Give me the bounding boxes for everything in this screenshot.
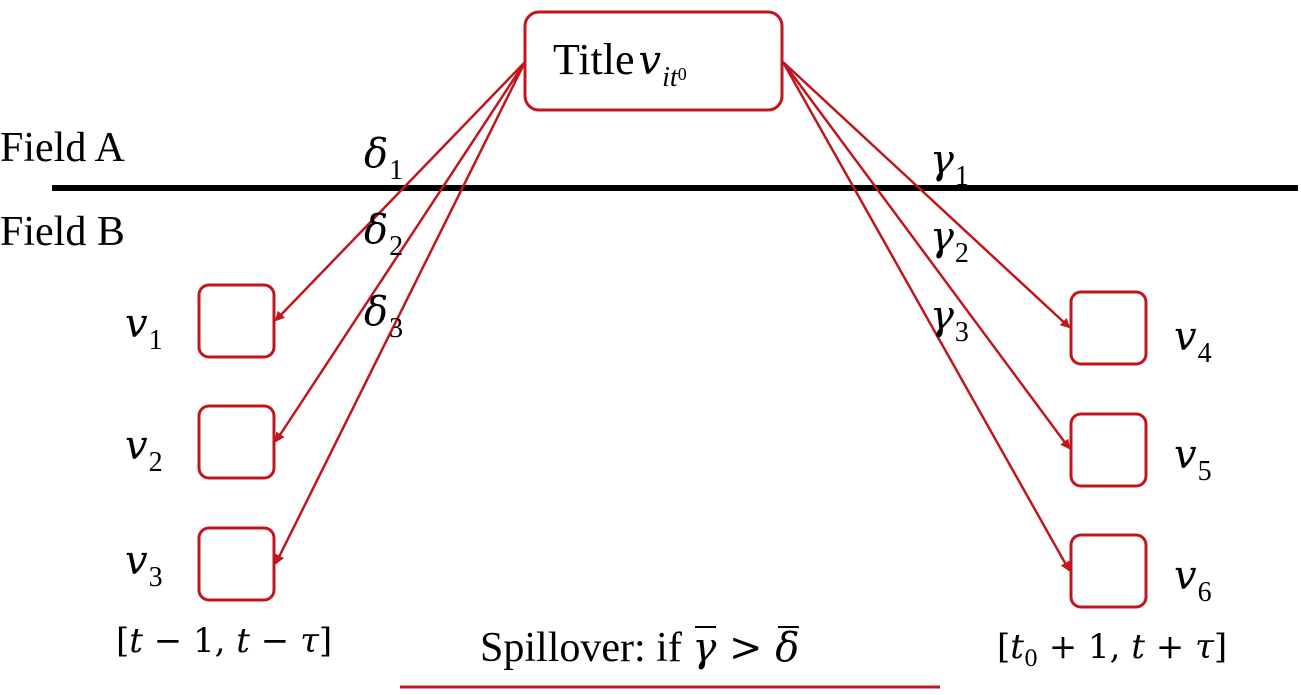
right-time-window: [t0 + 1, t + τ] xyxy=(997,627,1228,672)
arrow-gamma-3 xyxy=(781,61,1071,572)
node-v2-label: v2 xyxy=(125,423,163,478)
field-b-label: Field B xyxy=(0,209,125,255)
title-prefix: Title xyxy=(553,35,635,84)
title-subsubscript: 0 xyxy=(677,64,687,84)
arrow-delta-1 xyxy=(274,61,526,322)
left-node-box-2 xyxy=(197,404,276,480)
arrow-gamma-2 xyxy=(781,61,1071,450)
right-node-box-5 xyxy=(1069,412,1148,488)
node-v3-label: v3 xyxy=(125,538,163,593)
spillover-condition: Spillover: if γ > δ xyxy=(480,625,800,671)
gamma-3-label: γ3 xyxy=(930,293,969,348)
arrow-delta-3 xyxy=(274,61,527,565)
delta-bar: δ xyxy=(775,625,800,671)
node-v1-label: v1 xyxy=(125,301,163,356)
right-node-box-4 xyxy=(1069,290,1148,366)
title-label: Title vit0 xyxy=(553,35,687,92)
node-v5-label: v5 xyxy=(1174,432,1212,487)
title-subscript: it xyxy=(662,62,678,93)
arrow-gamma-1 xyxy=(782,61,1071,329)
node-v4-label: v4 xyxy=(1174,314,1212,369)
gamma-bar: γ xyxy=(692,625,717,671)
delta-2-label: δ2 xyxy=(364,207,404,262)
gamma-2-label: γ2 xyxy=(930,214,969,269)
title-symbol: v xyxy=(638,38,662,84)
right-node-box-6 xyxy=(1069,533,1148,609)
delta-1-label: δ1 xyxy=(364,131,404,186)
node-v6-label: v6 xyxy=(1174,553,1212,608)
title-box xyxy=(523,10,784,112)
left-time-window: [t − 1, t − τ] xyxy=(116,621,333,661)
arrow-delta-2 xyxy=(274,61,527,443)
left-node-box-1 xyxy=(197,283,276,359)
delta-3-label: δ3 xyxy=(364,289,404,344)
field-a-label: Field A xyxy=(0,125,125,171)
gamma-1-label: γ1 xyxy=(930,137,969,192)
left-node-box-3 xyxy=(197,526,276,602)
